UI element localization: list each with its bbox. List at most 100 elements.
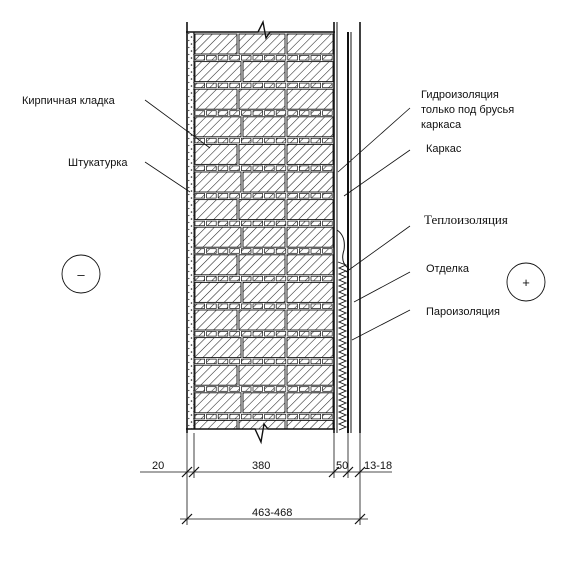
brick <box>217 358 229 365</box>
brick-masonry <box>193 31 335 430</box>
brick <box>194 364 238 386</box>
brick <box>287 413 298 420</box>
brick <box>194 413 205 420</box>
brick <box>286 171 334 193</box>
brick <box>287 137 298 144</box>
brick <box>194 193 205 199</box>
brick <box>194 309 238 331</box>
brick <box>241 55 252 61</box>
brick <box>287 303 298 309</box>
brick <box>242 171 286 193</box>
brick <box>286 33 334 55</box>
brick <box>194 110 205 116</box>
brick <box>286 226 334 248</box>
brick <box>194 386 205 392</box>
brick <box>229 110 240 116</box>
brick <box>206 248 217 254</box>
brick <box>299 220 310 227</box>
brick <box>241 193 252 199</box>
brick <box>286 88 334 110</box>
brick <box>194 226 242 248</box>
brick <box>287 110 298 116</box>
brick <box>310 220 321 227</box>
brick <box>264 82 275 89</box>
brick <box>194 171 242 193</box>
dimension-tick <box>181 466 193 478</box>
brick <box>194 116 242 138</box>
brick <box>264 413 275 420</box>
brick <box>275 275 287 282</box>
brick <box>287 82 298 89</box>
minus-symbol: – <box>77 267 85 282</box>
brick <box>287 358 298 365</box>
brick <box>206 137 217 144</box>
brick <box>194 281 242 303</box>
brick <box>299 331 310 337</box>
brick <box>229 82 240 89</box>
brick <box>206 110 217 116</box>
brick <box>264 193 275 199</box>
brick <box>252 358 263 365</box>
brick <box>275 137 287 144</box>
brick <box>310 110 321 116</box>
brick <box>322 413 333 420</box>
brick <box>229 193 240 199</box>
brick <box>238 419 286 430</box>
brick <box>286 254 334 276</box>
brick <box>194 331 205 337</box>
brick <box>310 386 321 392</box>
brick <box>264 358 275 365</box>
brick <box>241 386 252 392</box>
brick <box>275 165 287 171</box>
brick <box>287 275 298 282</box>
brick <box>310 82 321 89</box>
brick <box>287 55 298 61</box>
brick <box>264 275 275 282</box>
dimension-tick <box>354 513 366 525</box>
brick <box>194 82 205 89</box>
brick <box>217 193 229 199</box>
label-insulation: Теплоизоляция <box>424 212 508 227</box>
label-vapor-barrier: Пароизоляция <box>426 306 500 318</box>
brick <box>252 110 263 116</box>
brick <box>238 33 286 55</box>
brick <box>287 248 298 254</box>
brick <box>322 55 333 61</box>
brick <box>299 165 310 171</box>
brick <box>322 275 333 282</box>
brick <box>252 137 263 144</box>
brick <box>229 220 240 227</box>
brick <box>206 358 217 365</box>
brick <box>299 386 310 392</box>
label-finish: Отделка <box>426 263 470 275</box>
brick <box>275 220 287 227</box>
break-marks <box>186 19 335 445</box>
brick <box>194 275 205 282</box>
brick <box>299 55 310 61</box>
brick <box>310 331 321 337</box>
brick <box>299 275 310 282</box>
brick <box>310 275 321 282</box>
brick <box>194 358 205 365</box>
brick <box>217 82 229 89</box>
brick <box>194 248 205 254</box>
brick <box>217 110 229 116</box>
label-frame: Каркас <box>426 143 462 155</box>
brick <box>217 386 229 392</box>
brick <box>286 364 334 386</box>
brick <box>241 275 252 282</box>
brick <box>275 331 287 337</box>
brick <box>322 193 333 199</box>
brick <box>194 143 238 165</box>
label-plaster: Штукатурка <box>68 157 128 169</box>
brick <box>206 303 217 309</box>
label-brick-masonry: Кирпичная кладка <box>22 95 116 107</box>
brick <box>299 358 310 365</box>
brick <box>287 331 298 337</box>
brick <box>322 358 333 365</box>
brick <box>194 33 238 55</box>
plus-symbol: + <box>522 275 530 290</box>
brick <box>310 303 321 309</box>
brick <box>286 309 334 331</box>
dimension-tick <box>354 466 366 478</box>
